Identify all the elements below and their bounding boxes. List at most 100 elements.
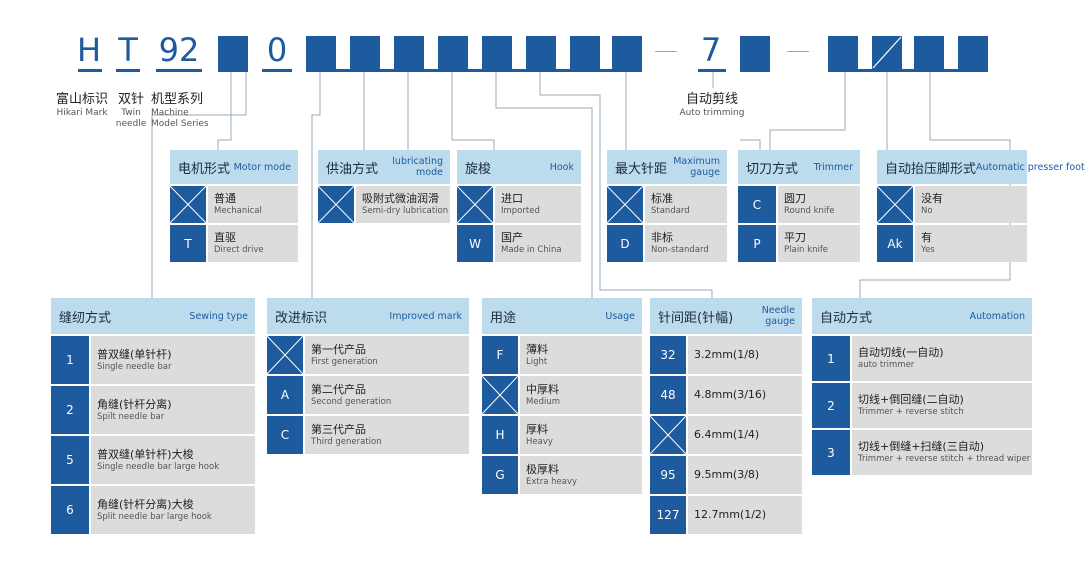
underline-t bbox=[116, 69, 140, 72]
hook-row-zh: 进口 bbox=[501, 192, 523, 205]
gauge_max-header: 最大针距 Maximum gauge bbox=[607, 150, 727, 184]
label-brand-zh: 富山标识 bbox=[55, 92, 108, 107]
needle_gauge-row-text: 6.4mm(1/4) bbox=[688, 416, 802, 454]
gauge_max-row-zh: 标准 bbox=[651, 192, 673, 205]
cross-icon bbox=[457, 186, 493, 223]
automation-row-code: 3 bbox=[812, 430, 850, 475]
improved-row-code: C bbox=[267, 416, 303, 454]
usage-row-en: Heavy bbox=[526, 436, 553, 447]
usage-row-zh: 中厚料 bbox=[526, 382, 559, 396]
needle_gauge-header: 针间距(针幅)Needle gauge bbox=[650, 298, 802, 334]
needle_gauge-row-code: 95 bbox=[650, 456, 686, 494]
code-square-6 bbox=[482, 36, 512, 69]
underline-sq1 bbox=[218, 69, 248, 72]
sewing-row-code: 6 bbox=[51, 486, 89, 534]
needle_gauge-row: 6.4mm(1/4) bbox=[650, 416, 802, 454]
underline-92 bbox=[156, 69, 202, 72]
code-square-14 bbox=[958, 36, 988, 69]
code-number-7: 7 bbox=[700, 31, 722, 69]
motor-title-en: Motor mode bbox=[233, 161, 291, 173]
cross-icon bbox=[267, 336, 303, 374]
hook-title-en: Hook bbox=[549, 161, 574, 173]
trimmer-row-zh: 平刀 bbox=[784, 231, 806, 244]
label-twin: 双针 Twin needle bbox=[114, 92, 148, 130]
usage-row-en: Extra heavy bbox=[526, 476, 578, 487]
usage-row-code: G bbox=[482, 456, 518, 494]
code-square-7 bbox=[526, 36, 556, 69]
code-square-11 bbox=[828, 36, 858, 69]
label-brand-en: Hikari Mark bbox=[56, 108, 108, 118]
slash-icon bbox=[872, 36, 902, 69]
automation-row: 3 切线+倒缝+扫缝(三自动)Trimmer + reverse stitch +… bbox=[812, 430, 1032, 475]
needle_gauge-row-code bbox=[650, 416, 686, 454]
usage-row-code bbox=[482, 376, 518, 414]
motor-row-en: Direct drive bbox=[214, 245, 264, 255]
usage-row-code: F bbox=[482, 336, 518, 374]
code-square-9 bbox=[612, 36, 642, 69]
improved-title-zh: 改进标识 bbox=[275, 310, 328, 326]
needle_gauge-row-text: 3.2mm(1/8) bbox=[688, 336, 802, 374]
sewing-row-zh: 角缝(针杆分离) bbox=[97, 397, 172, 411]
underline-sq10 bbox=[740, 69, 770, 72]
label-series: 机型系列 Machine Model Series bbox=[151, 92, 219, 130]
automation-row-en: Trimmer + reverse stitch + thread wiper bbox=[858, 454, 1031, 464]
needle_gauge-row-code: 48 bbox=[650, 376, 686, 414]
code-square-8 bbox=[570, 36, 600, 69]
needle_gauge-row-text: 9.5mm(3/8) bbox=[688, 456, 802, 494]
hook-row-zh: 国产 bbox=[501, 231, 523, 244]
code-square-4 bbox=[394, 36, 424, 69]
gauge_max-title-zh: 最大针距 bbox=[615, 161, 668, 177]
hook-row-en: Imported bbox=[501, 206, 540, 216]
trimmer-row-en: Plain knife bbox=[784, 245, 829, 255]
improved-row-code bbox=[267, 336, 303, 374]
code-square-5 bbox=[438, 36, 468, 69]
trimmer-row-code: P bbox=[738, 225, 776, 262]
automation-row-code: 1 bbox=[812, 336, 850, 381]
cross-icon bbox=[318, 186, 354, 223]
automation-title-en: Automation bbox=[969, 310, 1025, 322]
usage-title-zh: 用途 bbox=[490, 310, 517, 326]
usage-row-en: Medium bbox=[526, 396, 560, 407]
usage-row-zh: 极厚料 bbox=[526, 462, 559, 476]
hook-row-code bbox=[457, 186, 493, 223]
gauge_max-title-en: Maximum gauge bbox=[673, 156, 720, 178]
cross-icon bbox=[170, 186, 206, 223]
usage-row-code: H bbox=[482, 416, 518, 454]
hook-title-zh: 旋梭 bbox=[465, 161, 492, 177]
automation-row-zh: 切线+倒缝+扫缝(三自动) bbox=[858, 440, 985, 453]
needle_gauge-row-zh: 12.7mm(1/2) bbox=[694, 508, 767, 521]
